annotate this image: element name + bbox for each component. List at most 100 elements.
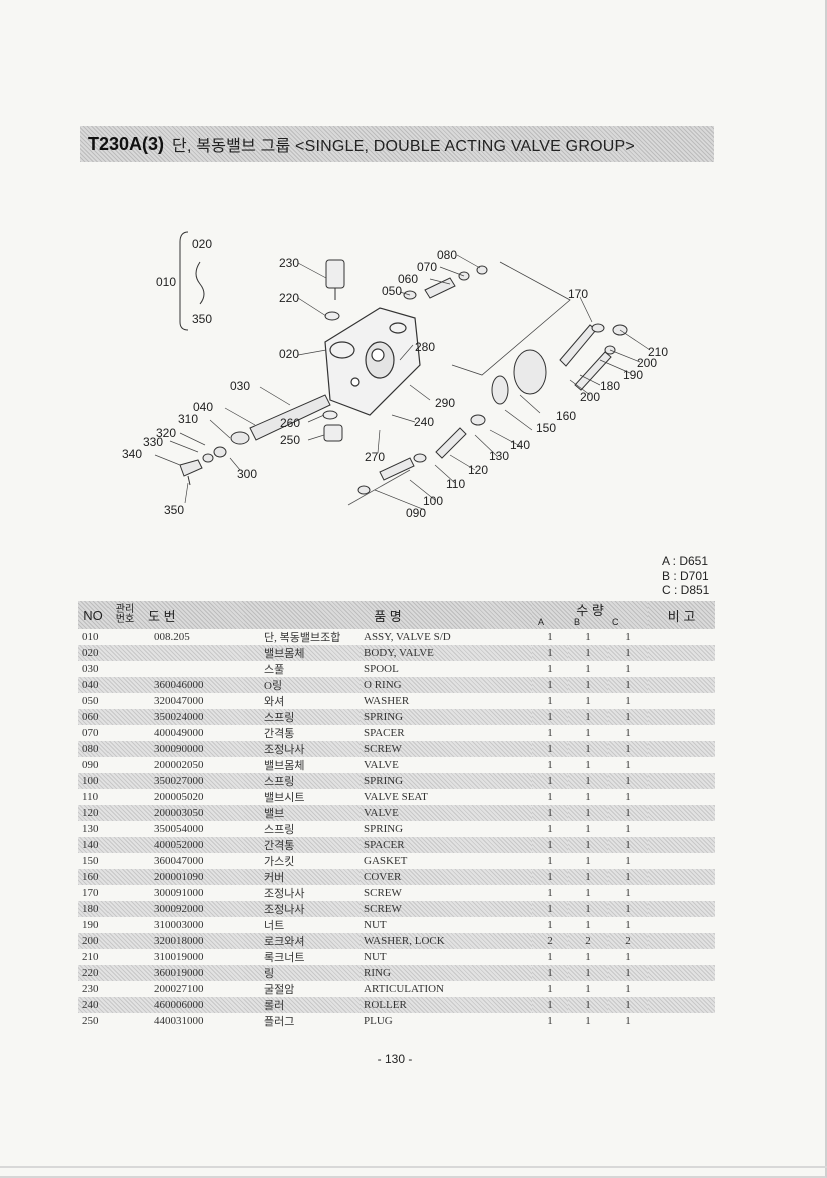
row-mgmt [108, 629, 142, 645]
row-name-english: NUT [364, 951, 387, 963]
row-name-korean: 밸브 [244, 805, 360, 821]
row-qty-b: 1 [585, 663, 591, 675]
row-part-number: 350024000 [142, 709, 244, 725]
row-name-english: SPOOL [364, 663, 399, 675]
row-remarks [648, 837, 716, 853]
row-qty-c: 1 [625, 919, 631, 931]
row-name-english: SCREW [364, 887, 402, 899]
row-no: 030 [82, 663, 99, 675]
row-no: 110 [82, 791, 99, 803]
row-no: 190 [82, 919, 99, 931]
row-qty-c: 1 [608, 901, 649, 917]
row-qty-b: 1 [585, 823, 591, 835]
row-name-english: ARTICULATION [364, 983, 444, 995]
row-part-number: 300091000 [154, 887, 204, 899]
row-name-english: VALVE [364, 759, 399, 771]
callout-label: 260 [280, 416, 300, 430]
callout-label: 320 [156, 426, 176, 440]
row-remarks [648, 645, 716, 661]
row-mgmt [108, 789, 142, 805]
row-mgmt [108, 981, 142, 997]
row-qty-a: 2 [532, 933, 569, 949]
row-name-korean: 록크너트 [264, 952, 305, 964]
model-legend-a: A : D651 [662, 554, 709, 568]
callout-label: 030 [230, 379, 250, 393]
header-qty-c: C [612, 617, 619, 627]
row-name-korean: 스풀 [264, 664, 285, 676]
page-title-bar: T230A(3) 단, 복동밸브 그룹 <SINGLE, DOUBLE ACTI… [80, 126, 714, 162]
row-part-number: 200002050 [154, 759, 204, 771]
row-name-english: GASKET [364, 855, 408, 867]
callout-label: 080 [437, 248, 457, 262]
row-mgmt [108, 709, 142, 725]
callout-label: 280 [415, 340, 435, 354]
callout-label: 140 [510, 438, 530, 452]
row-remarks [648, 917, 715, 933]
row-mgmt [108, 1013, 142, 1029]
callout-label: 340 [122, 447, 142, 461]
header-qty-b: B [574, 617, 581, 627]
row-qty-a: 1 [532, 837, 569, 853]
row-name-korean: 링 [244, 965, 360, 981]
row-qty-a: 1 [547, 727, 553, 739]
row-qty-c: 1 [625, 663, 631, 675]
row-qty-b: 1 [568, 901, 609, 917]
row-part-number: 440031000 [154, 1015, 204, 1027]
row-no: 180 [78, 901, 108, 917]
row-name-korean: 조정나사 [244, 741, 360, 757]
set-bracket [179, 231, 189, 331]
row-remarks [648, 965, 716, 981]
row-mgmt [108, 997, 142, 1013]
row-name-korean: 가스킷 [264, 856, 295, 868]
row-remarks [648, 725, 715, 741]
row-no: 140 [78, 837, 108, 853]
spool-part [179, 394, 331, 486]
set-bracket-squiggle [195, 261, 205, 305]
row-part-number [142, 645, 244, 661]
row-name-english: ASSY, VALVE S/D [364, 631, 451, 643]
relief-valve-part [357, 349, 547, 495]
row-name-korean: 굴절암 [264, 984, 295, 996]
row-name-korean: 조정나사 [264, 888, 305, 900]
header-quantity: 수 량 A B C [532, 601, 649, 629]
row-name-english: ROLLER [360, 997, 533, 1013]
row-name-korean: 조정나사 [244, 901, 360, 917]
row-qty-a: 1 [547, 887, 553, 899]
row-no: 010 [82, 631, 99, 643]
page-title: 단, 복동밸브 그룹 <SINGLE, DOUBLE ACTING VALVE … [172, 138, 635, 155]
row-qty-a: 1 [532, 677, 569, 693]
callout-label: 050 [382, 284, 402, 298]
row-name-korean: 커버 [244, 869, 360, 885]
row-part-number [142, 661, 244, 677]
row-remarks [648, 821, 715, 837]
row-qty-b: 1 [568, 837, 609, 853]
row-qty-b: 1 [585, 1015, 591, 1027]
row-no: 220 [78, 965, 108, 981]
row-qty-a: 1 [547, 823, 553, 835]
row-qty-b: 1 [585, 631, 591, 643]
callout-label: 210 [648, 345, 668, 359]
row-qty-b: 1 [585, 887, 591, 899]
callout-label: 230 [279, 256, 299, 270]
row-qty-c: 1 [608, 709, 649, 725]
row-part-number: 400052000 [142, 837, 244, 853]
row-qty-a: 1 [547, 631, 553, 643]
row-qty-c: 1 [608, 837, 649, 853]
row-no: 200 [78, 933, 108, 949]
callout-label: 330 [143, 435, 163, 449]
row-mgmt [108, 773, 142, 789]
callout-label: 010 [156, 275, 176, 289]
callout-label: 130 [489, 449, 509, 463]
row-qty-b: 1 [585, 695, 591, 707]
row-name-english: VALVE [360, 805, 533, 821]
row-part-number: 400049000 [154, 727, 204, 739]
